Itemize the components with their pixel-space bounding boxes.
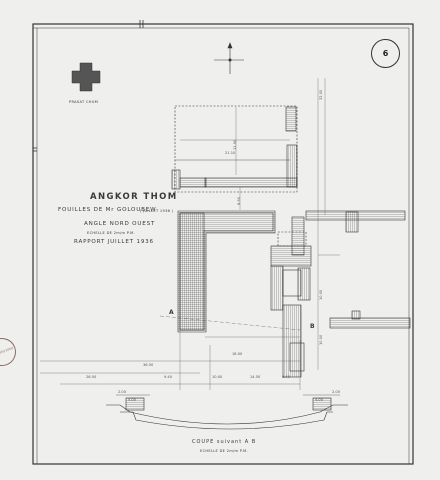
dim-lower-width: 18.00 [232,352,243,356]
plan-scale: ECHELLE DE 2m/m P.M. [87,231,135,235]
north-arrow-icon [214,42,244,74]
dim-right-mid: 10.00 [319,289,323,300]
section-marker-b: B [310,323,315,330]
dim-row3-d: 8.40 [282,375,291,379]
dim-row3-a: 9.40 [164,375,173,379]
legend-label: PRASAT CHUM [69,100,99,104]
dim-gap: 6.90 [237,196,241,205]
section-profile [106,394,348,430]
dim-right-low: 10.00 [319,334,323,345]
section-scale: ECHELLE DE 2m/m P.M. [200,449,248,453]
dim-upper-height: 11.90 [233,139,237,150]
dim-section-l2: 2.00 [118,390,127,394]
dim-upper-width: 21.10 [225,151,236,155]
l-shaped-gallery [177,210,276,333]
sheet-frame [32,20,414,465]
dim-row2-total: 26.50 [86,375,97,379]
dim-section-right: 4.00 [315,398,324,402]
section-marker-a: A [169,309,174,316]
report-line: RAPPORT JUILLET 1936 [74,239,154,245]
dim-row1-total: 36.50 [143,363,154,367]
dim-row3-c: 14.50 [250,375,261,379]
upper-structure-plan [171,105,298,193]
dim-right-total: 32.00 [319,89,323,100]
sheet-number-badge: 6 [371,39,400,68]
prasat-symbol-icon [71,62,101,92]
location-line: ANGLE NORD OUEST [84,221,156,227]
dim-section-r2: 2.00 [332,390,341,394]
excavation-line: FOUILLES DE Mr GOLOUBEW [58,207,157,213]
right-structures [270,210,411,378]
section-title: COUPE suivant A B [192,439,257,445]
drawing-title: ANGKOR THOM [90,192,178,202]
dimension-lines [40,78,340,390]
excavation-date-note: ( JUILLET 1936 ) [140,209,174,213]
dim-section-left: 4.00 [128,398,137,402]
dim-row3-b: 10.00 [212,375,223,379]
